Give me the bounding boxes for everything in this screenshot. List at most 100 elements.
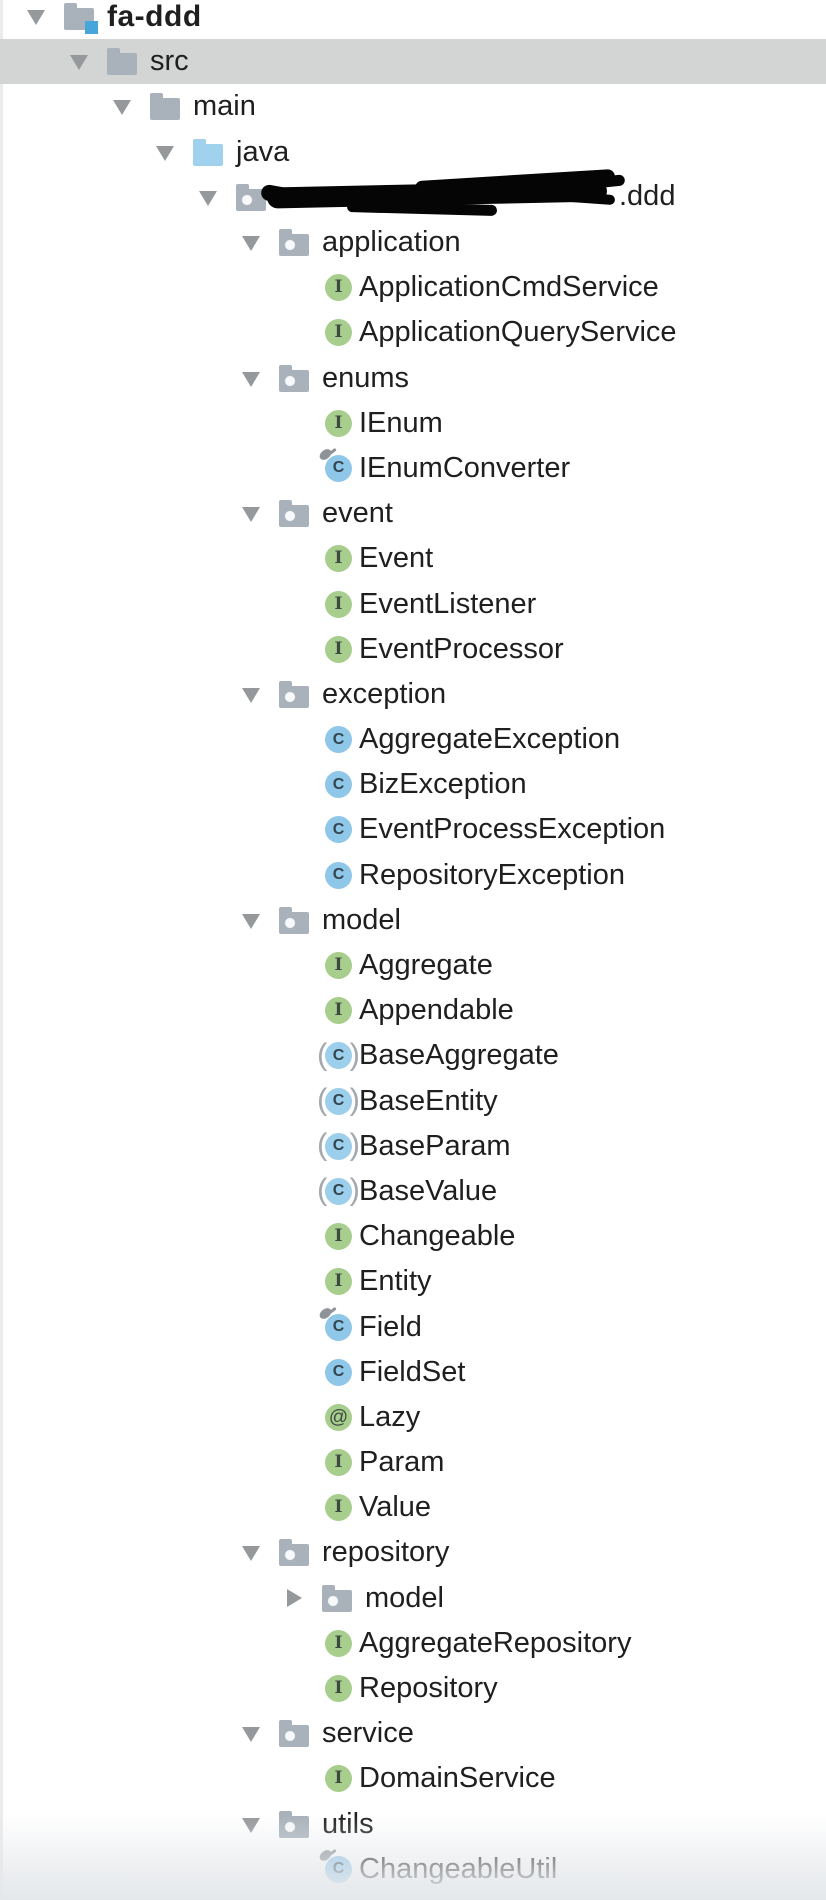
tree-item-label[interactable]: RepositoryException bbox=[359, 858, 625, 891]
tree-item-label[interactable]: IEnumConverter bbox=[359, 451, 571, 484]
tree-item-label[interactable]: EventProcessException bbox=[359, 813, 666, 846]
tree-item-label[interactable]: enums bbox=[322, 361, 410, 394]
tree-row[interactable]: CBaseEntity bbox=[0, 1079, 826, 1124]
tree-item-label[interactable]: Repository bbox=[359, 1672, 498, 1705]
tree-item-label[interactable]: Entity bbox=[359, 1265, 432, 1298]
tree-row[interactable]: service bbox=[0, 1711, 826, 1756]
tree-item-label[interactable]: Appendable bbox=[359, 994, 514, 1027]
tree-item-label[interactable]: fa-ddd bbox=[107, 0, 202, 33]
tree-item-label[interactable]: .ddd bbox=[259, 168, 675, 216]
arrow-spacer bbox=[285, 943, 322, 988]
tree-item-label[interactable]: BaseParam bbox=[359, 1129, 511, 1162]
tree-row[interactable]: .ddd bbox=[0, 168, 826, 220]
tree-row[interactable]: CBaseParam bbox=[0, 1124, 826, 1169]
tree-item-label[interactable]: ApplicationCmdService bbox=[359, 271, 659, 304]
expand-arrow-down-icon[interactable] bbox=[199, 175, 236, 220]
tree-row[interactable]: exception bbox=[0, 672, 826, 717]
expand-arrow-down-icon[interactable] bbox=[27, 0, 64, 39]
tree-row[interactable]: utils bbox=[0, 1802, 826, 1847]
tree-row[interactable]: repository bbox=[0, 1530, 826, 1575]
tree-row[interactable]: enums bbox=[0, 356, 826, 401]
tree-row[interactable]: main bbox=[0, 84, 826, 129]
tree-item-label[interactable]: BaseValue bbox=[359, 1174, 498, 1207]
expand-arrow-down-icon[interactable] bbox=[242, 1530, 279, 1575]
expand-arrow-down-icon[interactable] bbox=[70, 39, 107, 84]
tree-item-label[interactable]: ChangeableUtil bbox=[359, 1852, 558, 1885]
expand-arrow-down-icon[interactable] bbox=[242, 672, 279, 717]
expand-arrow-right-icon[interactable] bbox=[285, 1576, 322, 1621]
expand-arrow-down-icon[interactable] bbox=[242, 220, 279, 265]
tree-item-label[interactable]: AggregateRepository bbox=[359, 1626, 632, 1659]
tree-item-label[interactable]: Changeable bbox=[359, 1220, 516, 1253]
tree-row[interactable]: @Lazy bbox=[0, 1395, 826, 1440]
tree-item-label[interactable]: Event bbox=[359, 542, 434, 575]
tree-row[interactable]: application bbox=[0, 220, 826, 265]
tree-item-label[interactable]: FieldSet bbox=[359, 1355, 466, 1388]
expand-arrow-down-icon[interactable] bbox=[242, 898, 279, 943]
tree-item-label[interactable]: service bbox=[322, 1717, 414, 1750]
tree-item-label[interactable]: model bbox=[365, 1581, 444, 1614]
tree-item-label[interactable]: src bbox=[150, 45, 189, 78]
tree-row[interactable]: model bbox=[0, 898, 826, 943]
tree-item-label[interactable]: event bbox=[322, 497, 393, 530]
tree-item-label[interactable]: AggregateException bbox=[359, 723, 621, 756]
tree-item-label[interactable]: Field bbox=[359, 1310, 422, 1343]
tree-row[interactable]: CBaseValue bbox=[0, 1169, 826, 1214]
tree-row[interactable]: src bbox=[0, 39, 826, 85]
expand-arrow-down-icon[interactable] bbox=[242, 1711, 279, 1756]
tree-item-label[interactable]: BaseAggregate bbox=[359, 1039, 559, 1072]
tree-item-label[interactable]: IEnum bbox=[359, 406, 443, 439]
tree-item-label[interactable]: BizException bbox=[359, 768, 527, 801]
tree-item-label[interactable]: repository bbox=[322, 1536, 450, 1569]
tree-item-label[interactable]: DomainService bbox=[359, 1762, 556, 1795]
tree-item-label[interactable]: Value bbox=[359, 1491, 432, 1524]
tree-row[interactable]: CBaseAggregate bbox=[0, 1033, 826, 1078]
arrow-spacer bbox=[285, 1350, 322, 1395]
expand-arrow-down-icon[interactable] bbox=[242, 356, 279, 401]
tree-row[interactable]: fa-ddd bbox=[0, 0, 826, 39]
expand-arrow-down-icon[interactable] bbox=[156, 130, 193, 175]
tree-item-label[interactable]: Aggregate bbox=[359, 949, 493, 982]
tree-row[interactable]: event bbox=[0, 491, 826, 536]
tree-row[interactable]: model bbox=[0, 1576, 826, 1621]
tree-item-label[interactable]: model bbox=[322, 903, 401, 936]
expand-arrow-down-icon[interactable] bbox=[242, 491, 279, 536]
tree-item-label[interactable]: exception bbox=[322, 677, 447, 710]
tree-item-label[interactable]: java bbox=[236, 135, 290, 168]
tree-item-label[interactable]: Param bbox=[359, 1446, 445, 1479]
tree-item-label[interactable]: Lazy bbox=[359, 1400, 421, 1433]
tree-item-label[interactable]: utils bbox=[322, 1807, 374, 1840]
expand-arrow-down-icon[interactable] bbox=[242, 1802, 279, 1847]
tree-item-label[interactable]: EventProcessor bbox=[359, 632, 564, 665]
tree-item-label[interactable]: main bbox=[193, 90, 256, 123]
tree-item-label[interactable]: EventListener bbox=[359, 587, 537, 620]
tree-item-label[interactable]: application bbox=[322, 226, 461, 259]
tree-item-label[interactable]: ApplicationQueryService bbox=[359, 316, 677, 349]
tree-row[interactable]: java bbox=[0, 130, 826, 175]
expand-arrow-down-icon[interactable] bbox=[113, 84, 150, 129]
tree-item-label[interactable]: BaseEntity bbox=[359, 1084, 498, 1117]
